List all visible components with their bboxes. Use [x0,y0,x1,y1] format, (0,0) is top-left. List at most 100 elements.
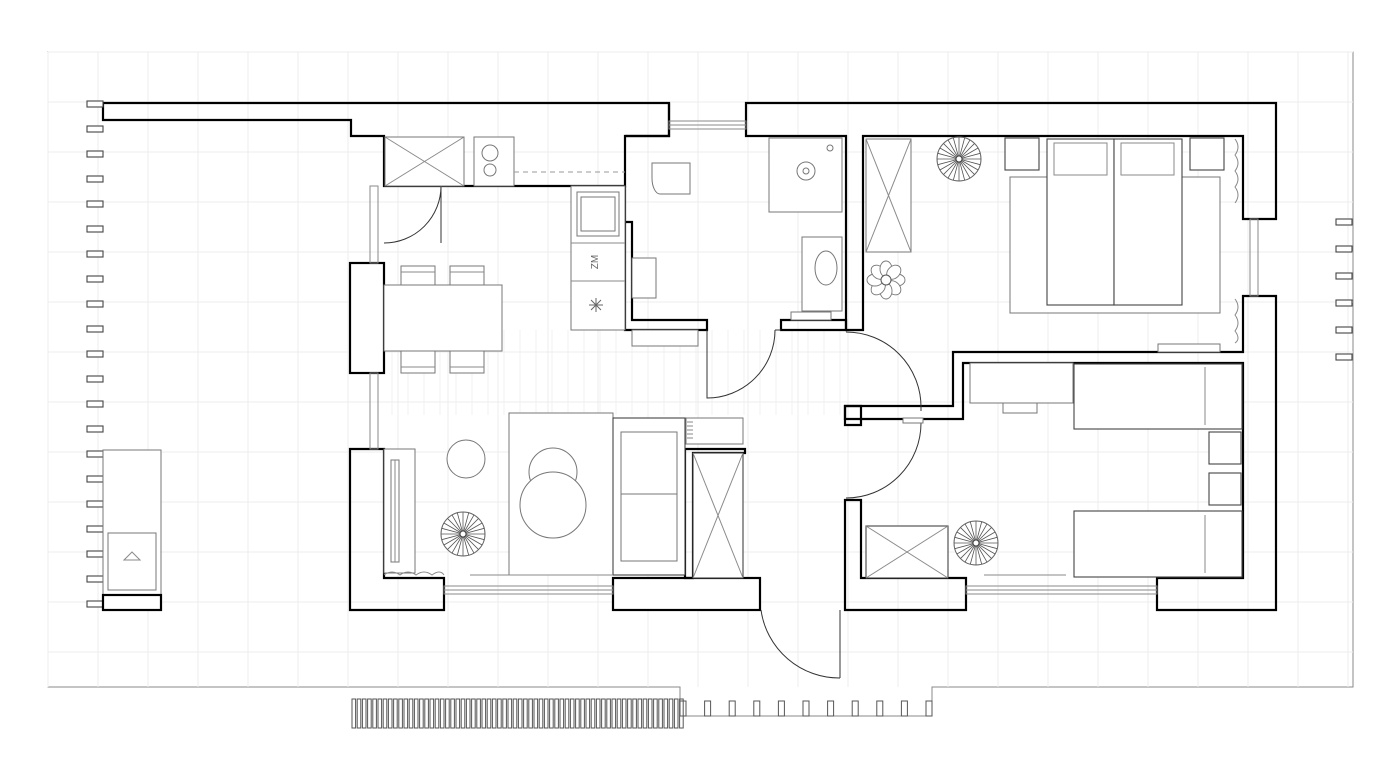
step [1335,218,1353,226]
deck-board [543,698,549,729]
step [86,225,104,233]
deck-board [585,698,591,729]
deck-board [538,698,544,729]
wall-bathroom-right [779,318,848,332]
bed-single [1073,363,1243,430]
deck-board [361,698,367,729]
step [86,125,104,133]
deck-post [753,700,761,717]
terrace-left [86,100,163,612]
plant-icon [440,511,486,557]
step [1335,272,1353,280]
deck-board [403,698,409,729]
step [86,325,104,333]
deck-board [528,698,533,729]
wall-south-east-corner [843,294,1278,612]
deck-board [387,698,393,729]
deck-board [424,698,429,729]
deck-board [632,698,637,729]
kitchen: ZM [383,136,626,374]
deck-post [900,700,908,717]
step [86,550,104,558]
wall-south-east [843,498,968,612]
deck-board [476,698,481,729]
step [86,425,104,433]
bathroom [631,137,843,347]
step [86,250,104,258]
bed-single [1073,510,1243,578]
deck-board [413,698,419,729]
deck-board [627,698,632,729]
wall-hall-stub [843,404,863,427]
deck-board [653,698,658,729]
deck-board [647,698,653,729]
deck-board [445,698,450,729]
deck-post [925,700,933,717]
plants [440,136,999,566]
deck-board [377,698,383,729]
deck-board [658,698,663,729]
deck-board [419,698,424,729]
wall-south-middle [611,576,762,612]
deck-board [549,698,554,729]
step [86,100,104,108]
step [1335,353,1353,361]
deck-post [704,700,712,717]
deck-board [517,698,523,729]
deck-board [367,698,372,729]
deck-board [663,698,669,729]
deck-board [559,698,565,729]
deck-board [372,698,377,729]
deck-post [777,700,785,717]
deck-board [621,698,627,729]
step [1335,245,1353,253]
deck-board [408,698,414,729]
side-table [446,439,486,479]
deck-board [601,698,606,729]
deck-board [595,698,601,729]
living-room [383,412,744,579]
deck-board [507,698,513,729]
deck-post [827,700,835,717]
desk [969,362,1074,404]
deck-board [455,698,461,729]
fridge-label: ZM [590,255,601,269]
wall-west-upper [348,261,386,375]
deck-board [533,698,539,729]
step [86,450,104,458]
deck-post [679,700,687,717]
deck-board [356,698,362,729]
plant-icon [953,520,999,566]
deck-board [497,698,502,729]
deck-board [486,698,492,729]
deck-board [434,698,440,729]
step [86,375,104,383]
nightstand [1208,472,1242,506]
deck-board [502,698,507,729]
deck-board [569,698,575,729]
deck-board [471,698,476,729]
deck-board [611,698,617,729]
deck-board [564,698,570,729]
deck-board [642,698,648,729]
deck-board [382,698,388,729]
step [86,350,104,358]
deck-board [351,698,357,729]
bedroom-twin [865,362,1243,579]
deck-board [512,698,518,729]
cooktop [473,136,515,187]
deck-board [668,698,674,729]
deck-board [616,698,622,729]
deck-board [523,698,528,729]
step [86,275,104,283]
deck-board [637,698,643,729]
deck-board [580,698,585,729]
doors [383,185,922,679]
step [1335,326,1353,334]
deck-board [481,698,487,729]
deck-board [575,698,580,729]
deck-board [429,698,435,729]
nightstand [1004,137,1040,171]
windows [369,120,1259,595]
